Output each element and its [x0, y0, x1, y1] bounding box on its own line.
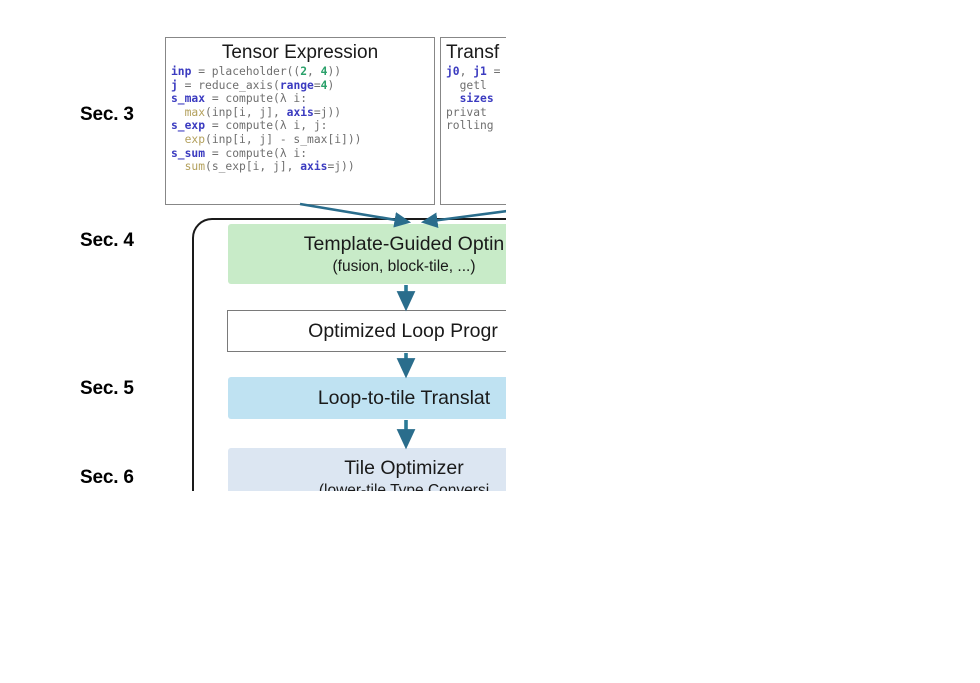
section-label-sec-5: Sec. 5 [80, 378, 134, 399]
stage-tile-optimizer[interactable]: Tile Optimizer (lower-tile Type Conversi [228, 448, 506, 491]
stage-template-guided-optimizer[interactable]: Template-Guided Optin (fusion, block-til… [228, 224, 506, 284]
transform-panel: Transf j0, j1 = getl sizes privat rollin… [440, 37, 506, 205]
section-label-sec-4: Sec. 4 [80, 230, 134, 251]
stage-tileopt-subtitle: (lower-tile Type Conversi [318, 481, 490, 492]
tensor-expression-panel: Tensor Expression inp = placeholder((2, … [165, 37, 435, 205]
stage-loopprog-title: Optimized Loop Progr [308, 320, 498, 342]
section-label-sec-6: Sec. 6 [80, 467, 134, 488]
figure-clip-region: Sec. 3 Sec. 4 Sec. 5 Sec. 6 Tensor Expre… [0, 0, 506, 491]
tensor-expression-code: inp = placeholder((2, 4)) j = reduce_axi… [171, 65, 362, 174]
stage-template-title: Template-Guided Optin [303, 232, 505, 255]
transform-panel-code: j0, j1 = getl sizes privat rolling [446, 65, 501, 133]
stage-optimized-loop-program[interactable]: Optimized Loop Progr [227, 310, 506, 352]
figure-canvas: Sec. 3 Sec. 4 Sec. 5 Sec. 6 Tensor Expre… [0, 0, 506, 491]
transform-panel-title: Transf [446, 42, 500, 63]
stage-tileopt-title: Tile Optimizer [344, 456, 464, 479]
stage-template-subtitle: (fusion, block-tile, ...) [332, 257, 476, 275]
section-label-sec-3: Sec. 3 [80, 104, 134, 125]
tensor-expression-title: Tensor Expression [221, 42, 379, 63]
stage-loop-to-tile-translator[interactable]: Loop-to-tile Translat [228, 377, 506, 419]
stage-looptile-title: Loop-to-tile Translat [317, 387, 491, 409]
